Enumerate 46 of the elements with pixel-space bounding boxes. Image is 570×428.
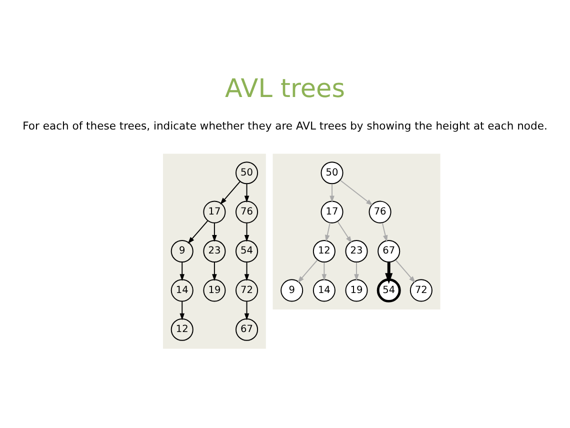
node-circle: 76 [236, 200, 258, 223]
arrow [212, 261, 217, 281]
node-circle: 72 [236, 278, 258, 302]
node-circle: 72 [410, 278, 432, 302]
node-circle: 17 [320, 200, 344, 223]
node-circle: 9 [280, 278, 304, 302]
arrow [244, 261, 250, 281]
node-circle: 54 [236, 239, 258, 262]
arrow [220, 180, 240, 204]
arrow [244, 183, 250, 202]
arrow [188, 220, 208, 244]
arrow [322, 261, 327, 281]
node-circle: 19 [345, 278, 368, 302]
node-circle: 19 [203, 278, 226, 302]
node-circle: 14 [312, 278, 336, 302]
arrow [330, 183, 334, 202]
arrow [298, 259, 318, 282]
node-circle: 9 [170, 239, 194, 262]
label: For each of these trees, indicate whether they are AVL trees by showing the height at each node. [22, 119, 548, 132]
node-circle: 23 [203, 239, 226, 262]
node-circle: 54 [376, 278, 401, 302]
arrow [212, 222, 217, 242]
arrow [244, 222, 250, 242]
arrow [385, 262, 393, 284]
arrow [180, 300, 185, 320]
arrow [354, 261, 359, 281]
arrow [395, 259, 416, 282]
node-circle: 50 [236, 161, 258, 184]
node-circle: 12 [312, 239, 336, 262]
node-circle: 12 [170, 318, 194, 340]
node-circle: 67 [378, 239, 400, 262]
node-circle: 17 [203, 200, 226, 223]
node-circle: 14 [170, 278, 194, 302]
node-circle: 50 [320, 161, 344, 184]
node-circle: 76 [368, 200, 392, 223]
arrow [382, 222, 388, 242]
arrow [340, 179, 373, 206]
cluster [272, 153, 440, 310]
arrow [180, 261, 185, 281]
node-circle: 67 [236, 318, 258, 340]
cluster [163, 153, 266, 348]
diagram-title: AVL trees [224, 74, 346, 104]
arrow [337, 220, 352, 243]
node-circle: 23 [345, 239, 368, 262]
arrow [325, 222, 330, 242]
arrow [244, 300, 250, 320]
